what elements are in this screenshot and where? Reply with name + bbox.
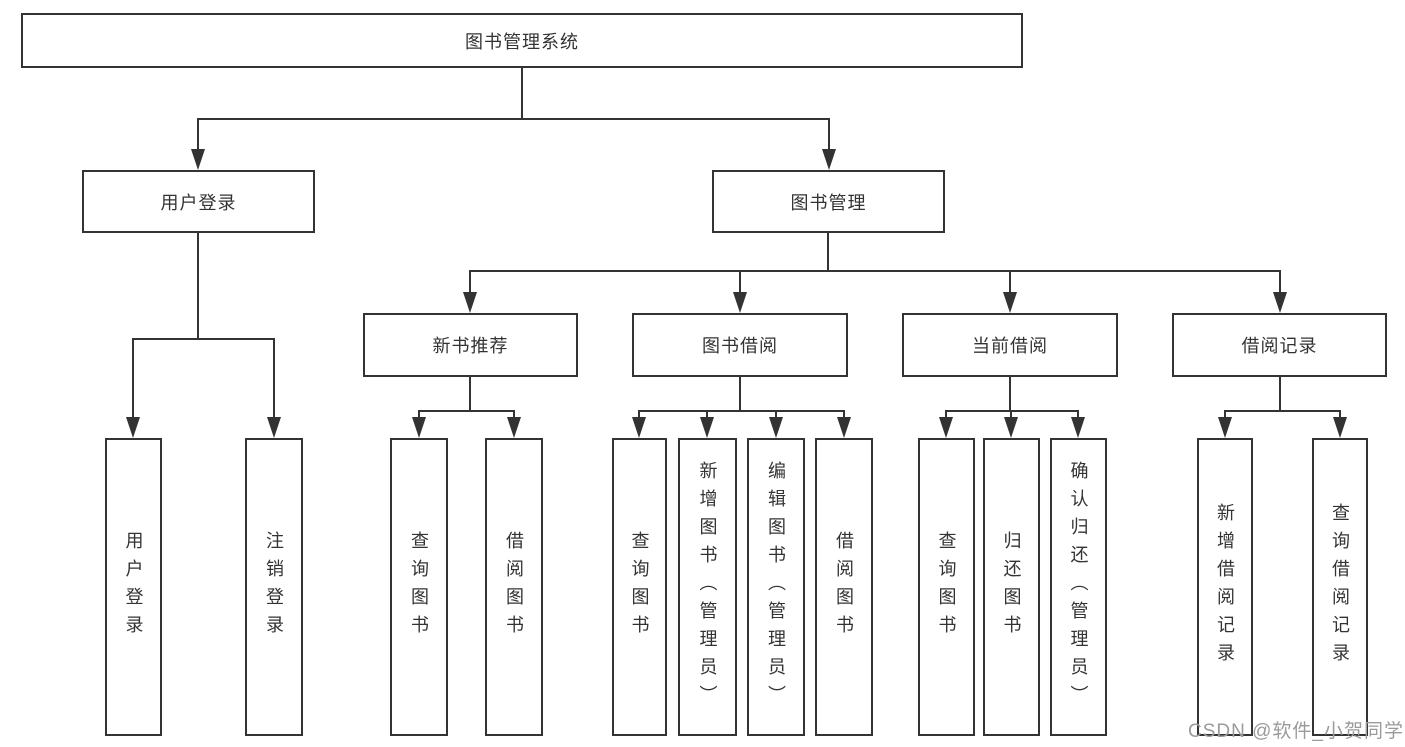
connector-vline xyxy=(843,410,845,419)
connector-vline xyxy=(197,233,199,340)
leaf-label: 借阅图书 xyxy=(504,531,524,643)
connector-hline xyxy=(132,338,275,340)
arrow-down-icon xyxy=(267,417,281,438)
leaf-label: 编辑图书（管理员） xyxy=(766,461,786,713)
arrow-down-icon xyxy=(1071,417,1085,438)
node-current-borrowing: 当前借阅 xyxy=(902,313,1118,377)
connector-vline xyxy=(1279,377,1281,412)
leaf-edit-books-admin: 编辑图书（管理员） xyxy=(747,438,805,736)
connector-vline xyxy=(1010,410,1012,419)
connector-vline xyxy=(418,410,420,419)
node-label: 图书管理 xyxy=(790,192,867,213)
leaf-label: 新增借阅记录 xyxy=(1215,503,1235,671)
leaf-label: 确认归还（管理员） xyxy=(1068,461,1089,713)
connector-vline xyxy=(1224,410,1226,419)
leaf-label: 用户登录 xyxy=(123,531,144,643)
connector-vline xyxy=(197,118,199,151)
arrow-down-icon xyxy=(507,417,521,438)
node-label: 图书管理系统 xyxy=(465,31,579,52)
node-label: 当前借阅 xyxy=(972,336,1048,356)
connector-vline xyxy=(1077,410,1079,419)
leaf-query-books-borrowing: 查询图书 xyxy=(612,438,667,736)
arrow-down-icon xyxy=(632,417,646,438)
connector-hline xyxy=(638,410,845,412)
connector-hline xyxy=(945,410,1079,412)
leaf-query-books-current: 查询图书 xyxy=(918,438,975,736)
arrow-down-icon xyxy=(1004,417,1018,438)
leaf-label: 查询图书 xyxy=(936,531,957,643)
arrow-down-icon xyxy=(769,417,783,438)
connector-vline xyxy=(132,338,134,419)
node-label: 用户登录 xyxy=(160,192,237,213)
leaf-label: 借阅图书 xyxy=(834,531,854,643)
arrow-down-icon xyxy=(733,292,747,313)
connector-vline xyxy=(521,68,523,118)
arrow-down-icon xyxy=(1333,417,1347,438)
arrow-down-icon xyxy=(837,417,851,438)
connector-vline xyxy=(945,410,947,419)
leaf-borrow-books-recommend: 借阅图书 xyxy=(485,438,543,736)
node-borrowing-records: 借阅记录 xyxy=(1172,313,1387,377)
arrow-down-icon xyxy=(700,417,714,438)
connector-vline xyxy=(775,410,777,419)
arrow-down-icon xyxy=(191,149,205,170)
connector-vline xyxy=(1009,377,1011,412)
leaf-return-books: 归还图书 xyxy=(983,438,1040,736)
connector-vline xyxy=(469,270,471,294)
connector-vline xyxy=(273,338,275,419)
node-book-management: 图书管理 xyxy=(712,170,945,233)
connector-vline xyxy=(827,233,829,272)
connector-vline xyxy=(706,410,708,419)
connector-vline xyxy=(1279,270,1281,294)
leaf-logout: 注销登录 xyxy=(245,438,303,736)
leaf-user-login: 用户登录 xyxy=(105,438,162,736)
connector-vline xyxy=(513,410,515,419)
leaf-label: 查询图书 xyxy=(409,531,429,643)
node-new-book-recommend: 新书推荐 xyxy=(363,313,578,377)
arrow-down-icon xyxy=(463,292,477,313)
leaf-label: 注销登录 xyxy=(264,531,284,643)
leaf-confirm-return-admin: 确认归还（管理员） xyxy=(1050,438,1107,736)
connector-vline xyxy=(469,377,471,412)
leaf-borrow-books: 借阅图书 xyxy=(815,438,873,736)
connector-vline xyxy=(828,118,830,151)
leaf-add-books-admin: 新增图书（管理员） xyxy=(678,438,737,736)
leaf-label: 查询图书 xyxy=(629,531,650,643)
leaf-query-books-recommend: 查询图书 xyxy=(390,438,448,736)
leaf-query-borrow-record: 查询借阅记录 xyxy=(1312,438,1368,736)
node-book-borrowing: 图书借阅 xyxy=(632,313,848,377)
leaf-add-borrow-record: 新增借阅记录 xyxy=(1197,438,1253,736)
node-label: 借阅记录 xyxy=(1241,336,1318,356)
connector-hline xyxy=(197,118,830,120)
arrow-down-icon xyxy=(1218,417,1232,438)
csdn-watermark: CSDN @软件_小贺同学 xyxy=(1188,721,1404,742)
connector-vline xyxy=(638,410,640,419)
connector-vline xyxy=(739,377,741,412)
connector-hline xyxy=(418,410,515,412)
arrow-down-icon xyxy=(126,417,140,438)
arrow-down-icon xyxy=(412,417,426,438)
connector-hline xyxy=(1224,410,1341,412)
leaf-label: 查询借阅记录 xyxy=(1330,503,1350,671)
node-library-system: 图书管理系统 xyxy=(21,13,1023,68)
arrow-down-icon xyxy=(1273,292,1287,313)
arrow-down-icon xyxy=(1003,292,1017,313)
connector-vline xyxy=(1339,410,1341,419)
arrow-down-icon xyxy=(939,417,953,438)
connector-vline xyxy=(739,270,741,294)
connector-vline xyxy=(1009,270,1011,294)
node-user-login: 用户登录 xyxy=(82,170,315,233)
node-label: 图书借阅 xyxy=(702,336,778,356)
leaf-label: 新增图书（管理员） xyxy=(697,461,718,713)
leaf-label: 归还图书 xyxy=(1001,531,1022,643)
node-label: 新书推荐 xyxy=(432,336,509,356)
connector-hline xyxy=(469,270,1280,272)
arrow-down-icon xyxy=(822,149,836,170)
